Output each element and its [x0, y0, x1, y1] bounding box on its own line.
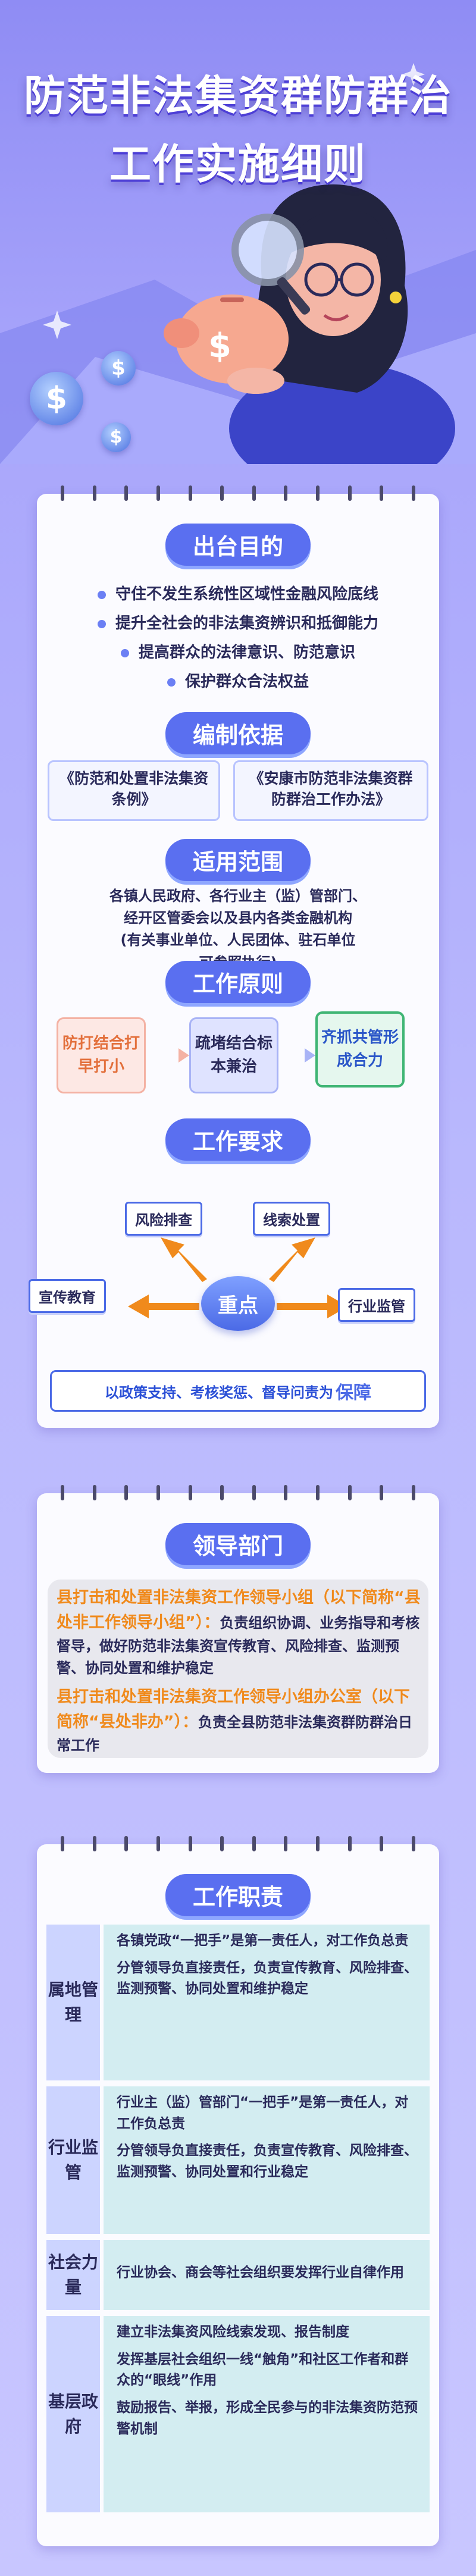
principle-box: 防打结合打早打小	[57, 1017, 146, 1093]
leadership-panel	[48, 1580, 428, 1758]
requirement-clue-handling: 线索处置	[253, 1202, 330, 1236]
duty-label: 行业监管	[46, 2086, 100, 2234]
purpose-item: 守住不发生系统性区域性金融风险底线	[0, 582, 476, 604]
requirement-arrows	[128, 1237, 348, 1318]
dollar-coin-icon: $	[30, 372, 83, 425]
duty-row: 社会力量 行业协会、商会等社会组织要发挥行业自律作用	[46, 2240, 430, 2310]
bullet-icon	[97, 619, 106, 628]
section-heading-basis: 编制依据	[165, 712, 311, 754]
duty-row: 行业监管 行业主（监）管部门“一把手”是第一责任人，对工作负总责 分管领导负直接…	[46, 2086, 430, 2234]
focus-badge: 重点	[201, 1276, 275, 1331]
section-heading-principles: 工作原则	[165, 961, 311, 1003]
basis-document: 《安康市防范非法集资群防群治工作办法》	[233, 760, 428, 821]
duty-body: 建立非法集资风险线索发现、报告制度 发挥基层社会组织一线“触角”和社区工作者和群…	[104, 2316, 430, 2512]
binder-rings	[61, 485, 415, 501]
bullet-icon	[167, 678, 176, 687]
principle-box: 齐抓共管形成合力	[315, 1011, 405, 1088]
dollar-coin-icon: $	[101, 351, 136, 386]
purpose-item: 提高群众的法律意识、防范意识	[0, 640, 476, 662]
duty-label: 属地管理	[46, 1925, 100, 2080]
section-heading-requirements: 工作要求	[165, 1118, 311, 1161]
section-heading-purpose: 出台目的	[165, 524, 311, 566]
page-title-line1: 防范非法集资群防群治	[24, 71, 452, 120]
principle-box: 疏堵结合标本兼治	[189, 1017, 278, 1093]
guarantee-banner: 以政策支持、考核奖惩、督导问责为保障	[50, 1370, 426, 1412]
section-heading-scope: 适用范围	[165, 839, 311, 881]
duty-label: 基层政府	[46, 2316, 100, 2512]
bullet-icon	[120, 648, 129, 657]
section-heading-duties: 工作职责	[165, 1874, 311, 1916]
page-title-line2: 工作实施细则	[109, 140, 367, 189]
duty-body: 行业主（监）管部门“一把手”是第一责任人，对工作负总责 分管领导负直接责任，负责…	[104, 2086, 430, 2234]
requirement-industry: 行业监管	[338, 1288, 415, 1322]
duty-body: 行业协会、商会等社会组织要发挥行业自律作用	[104, 2240, 430, 2310]
requirement-education: 宣传教育	[29, 1279, 106, 1313]
purpose-item: 提升全社会的非法集资辨识和抵御能力	[0, 611, 476, 633]
basis-document: 《防范和处置非法集资条例》	[48, 760, 220, 821]
leadership-office: 县打击和处置非法集资工作领导小组办公室（以下简称“县处非办”）：负责全县防范非法…	[57, 1688, 412, 1754]
duty-body: 各镇党政“一把手”是第一责任人，对工作负总责 分管领导负直接责任，负责宣传教育、…	[104, 1925, 430, 2080]
duty-row: 基层政府 建立非法集资风险线索发现、报告制度 发挥基层社会组织一线“触角”和社区…	[46, 2316, 430, 2512]
requirement-risk-screening: 风险排查	[125, 1202, 202, 1236]
binder-rings	[61, 1485, 415, 1500]
purpose-item: 保护群众合法权益	[0, 669, 476, 691]
section-heading-leadership: 领导部门	[165, 1523, 311, 1565]
duty-row: 属地管理 各镇党政“一把手”是第一责任人，对工作负总责 分管领导负直接责任，负责…	[46, 1925, 430, 2080]
hero-banner: $ $ $ $ 防范非法集资群防群治 工作实施细则	[0, 0, 476, 464]
dollar-coin-icon: $	[101, 422, 131, 452]
duty-label: 社会力量	[46, 2240, 100, 2310]
principle-arrows	[149, 1048, 315, 1063]
binder-rings	[61, 1836, 415, 1851]
bullet-icon	[97, 590, 106, 599]
svg-text:$: $	[208, 327, 231, 365]
leadership-group: 县打击和处置非法集资工作领导小组（以下简称“县处非工作领导小组”）：负责组织协调…	[57, 1588, 421, 1676]
